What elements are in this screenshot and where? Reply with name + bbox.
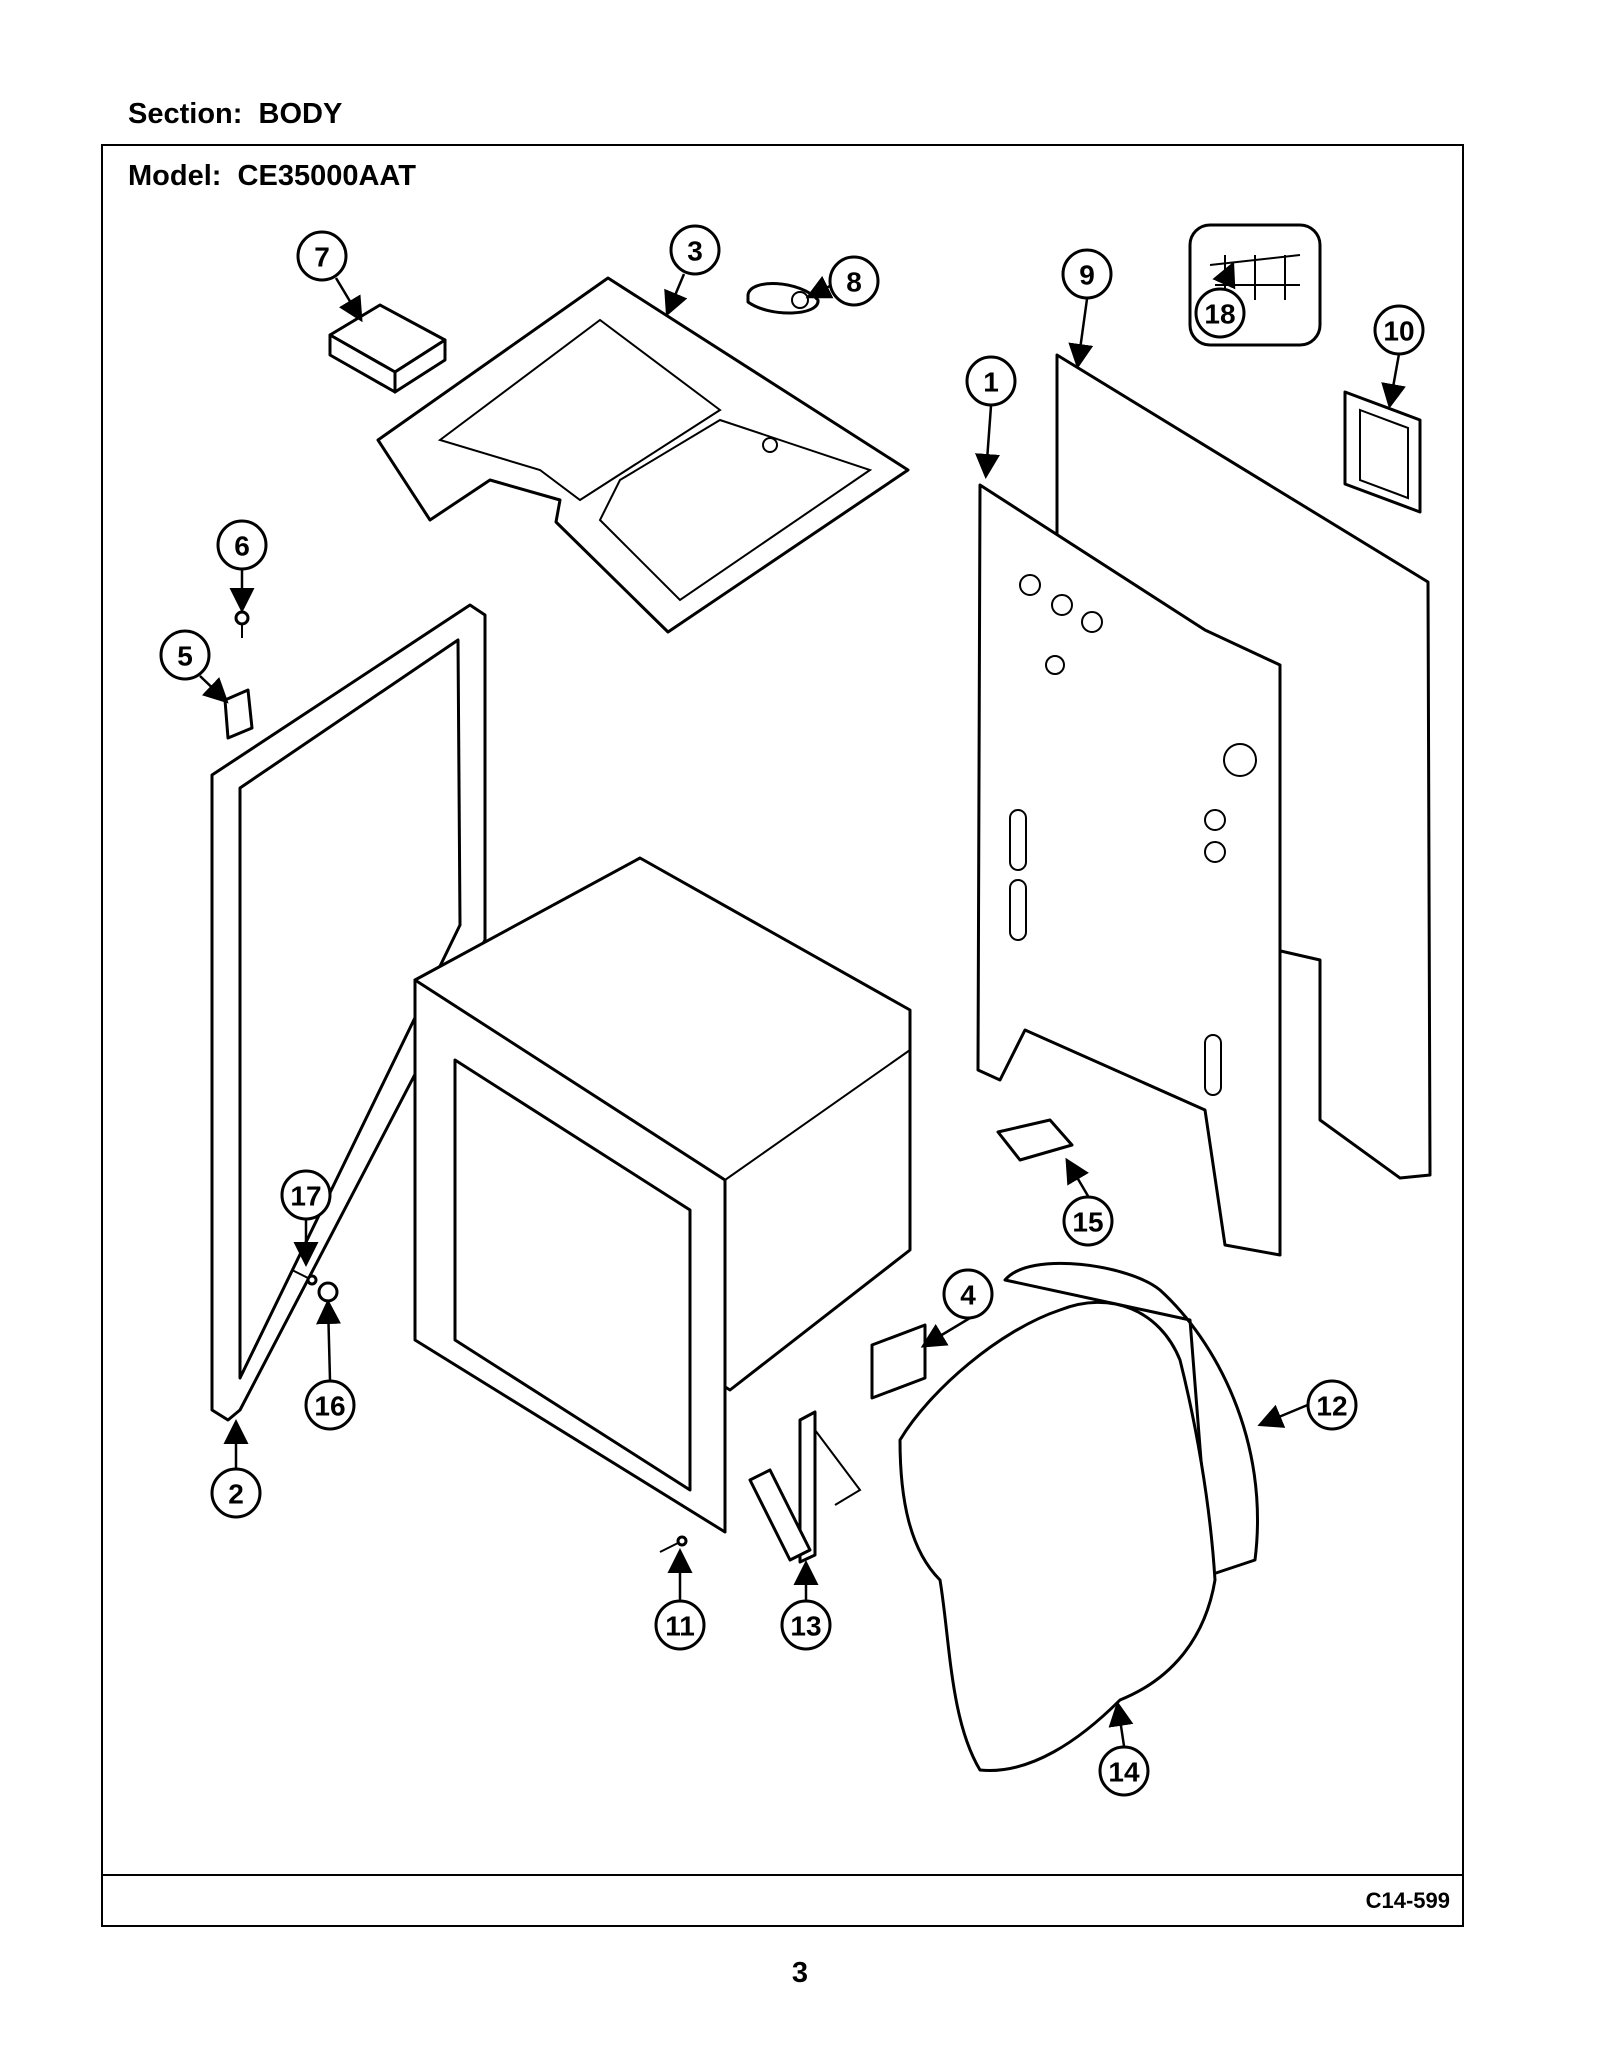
callout-6: 6 bbox=[216, 519, 268, 571]
svg-text:6: 6 bbox=[234, 531, 250, 562]
callout-3: 3 bbox=[669, 224, 721, 276]
svg-text:11: 11 bbox=[665, 1611, 695, 1642]
figure-code: C14-599 bbox=[1365, 1888, 1450, 1913]
callout-8: 8 bbox=[828, 255, 880, 307]
svg-text:15: 15 bbox=[1072, 1207, 1103, 1238]
callout-4: 4 bbox=[942, 1268, 994, 1320]
page-number: 3 bbox=[791, 1957, 809, 1989]
svg-text:16: 16 bbox=[314, 1391, 345, 1422]
insulation-blanket-part bbox=[898, 1300, 1217, 1772]
svg-text:12: 12 bbox=[1316, 1391, 1347, 1422]
svg-text:2: 2 bbox=[228, 1479, 244, 1510]
svg-text:5: 5 bbox=[177, 641, 193, 672]
callout-11: 11 bbox=[654, 1599, 706, 1651]
svg-text:4: 4 bbox=[960, 1280, 976, 1311]
svg-text:8: 8 bbox=[846, 267, 862, 298]
door-hinge-part bbox=[748, 1410, 862, 1564]
callout-10: 10 bbox=[1373, 304, 1425, 356]
screw-6-part bbox=[234, 610, 250, 638]
control-box-part bbox=[328, 303, 447, 394]
svg-text:3: 3 bbox=[687, 236, 703, 267]
bracket-15-part bbox=[996, 1118, 1074, 1162]
door-gasket-part bbox=[1003, 1261, 1260, 1577]
screw-11-part bbox=[659, 1535, 688, 1553]
bumper-16-part bbox=[317, 1281, 339, 1303]
top-panel-part bbox=[376, 276, 910, 634]
bracket-4-part bbox=[870, 1323, 927, 1400]
callout-2: 2 bbox=[210, 1467, 262, 1519]
knob-part bbox=[746, 282, 820, 315]
svg-text:14: 14 bbox=[1108, 1757, 1140, 1788]
callout-15: 15 bbox=[1062, 1195, 1114, 1247]
diagram-frame bbox=[101, 144, 1464, 1927]
callout-1: 1 bbox=[965, 355, 1017, 407]
footer-divider bbox=[101, 1874, 1464, 1876]
hinge-clip-part bbox=[223, 688, 254, 740]
svg-text:13: 13 bbox=[790, 1611, 821, 1642]
oven-cavity-part bbox=[413, 856, 912, 1534]
screw-17-part bbox=[291, 1269, 318, 1286]
callout-17: 17 bbox=[280, 1169, 332, 1221]
callout-12: 12 bbox=[1306, 1379, 1358, 1431]
callout-13: 13 bbox=[780, 1599, 832, 1651]
callout-9: 9 bbox=[1061, 248, 1113, 300]
svg-text:18: 18 bbox=[1204, 299, 1235, 330]
section-title: Section: BODY bbox=[128, 98, 343, 130]
svg-text:9: 9 bbox=[1079, 260, 1095, 291]
leader-lines bbox=[199, 261, 1406, 1747]
callout-14: 14 bbox=[1098, 1745, 1150, 1797]
bracket-part bbox=[1343, 390, 1422, 514]
svg-text:1: 1 bbox=[983, 367, 999, 398]
callout-18: 18 bbox=[1194, 287, 1246, 339]
callout-7: 7 bbox=[296, 230, 348, 282]
svg-text:7: 7 bbox=[314, 242, 330, 273]
side-panel-part bbox=[976, 483, 1282, 1257]
svg-text:17: 17 bbox=[290, 1181, 321, 1212]
callout-5: 5 bbox=[159, 629, 211, 681]
svg-text:10: 10 bbox=[1383, 316, 1414, 347]
model-title: Model: CE35000AAT bbox=[128, 160, 416, 192]
callout-16: 16 bbox=[304, 1379, 356, 1431]
